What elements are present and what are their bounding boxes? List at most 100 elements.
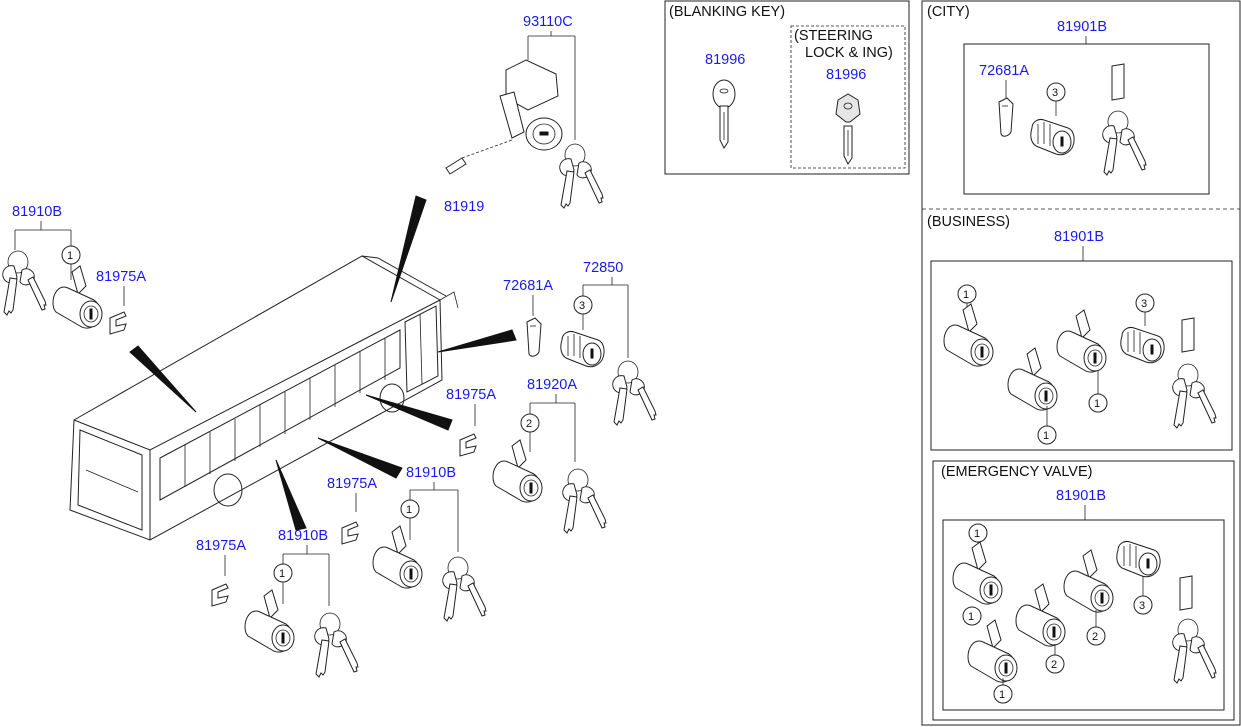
- bottom-clip-number[interactable]: 81975A: [196, 538, 246, 554]
- business-callout-c-circle: [1088, 393, 1108, 413]
- ignition-bolt-number[interactable]: 81919: [444, 199, 484, 215]
- emergency-callout-f: 3: [1139, 600, 1145, 612]
- emergency-lock-d: [1063, 549, 1114, 613]
- business-set-box: [930, 260, 1233, 451]
- mid-set-number[interactable]: 81920A: [527, 377, 577, 393]
- ignition-leader: [527, 31, 576, 140]
- right-lock-cylinder: [560, 330, 605, 368]
- ignition-part-number[interactable]: 93110C: [523, 14, 573, 30]
- ignition-keyring-icon: [559, 143, 604, 209]
- city-callout-3: 3: [1052, 87, 1058, 99]
- emergency-valve-panel: [932, 460, 1235, 721]
- business-lock-c: [1056, 309, 1107, 373]
- bottom-clip-icon: [211, 583, 229, 607]
- steering-lock-title-1: (STEERING: [794, 28, 873, 44]
- left-set-number[interactable]: 81910B: [12, 204, 62, 220]
- emergency-callout-b-circle: [962, 606, 982, 626]
- right-cover-tag: [526, 317, 542, 357]
- city-cover-number[interactable]: 72681A: [979, 63, 1029, 79]
- business-lock-d: [1120, 326, 1165, 364]
- steering-lock-subpanel: [790, 25, 906, 169]
- left-clip-icon: [109, 311, 127, 335]
- lower-set-number[interactable]: 81910B: [406, 465, 456, 481]
- steering-lock-title-2: LOCK & ING): [805, 45, 893, 61]
- lower-clip-icon: [341, 521, 359, 545]
- steering-blanking-key-icon: [835, 93, 861, 165]
- mid-lock-cylinder: [492, 439, 543, 503]
- emergency-set-number[interactable]: 81901B: [1056, 488, 1106, 504]
- bottom-keyring-icon: [314, 612, 359, 678]
- ignition-switch-icon: [499, 59, 563, 151]
- lower-callout-1: 1: [406, 504, 412, 516]
- business-callout-c: 1: [1094, 398, 1100, 410]
- blanking-key-panel: [664, 0, 910, 175]
- city-cover-tag: [998, 97, 1014, 137]
- right-keyring-icon: [612, 360, 657, 426]
- business-key-tag: [1181, 317, 1195, 353]
- left-keyring-icon: [2, 250, 47, 316]
- bottom-lock-cylinder: [244, 589, 295, 653]
- mid-set-leader: [529, 394, 576, 462]
- bottom-set-number[interactable]: 81910B: [278, 528, 328, 544]
- blanking-key-title: (BLANKING KEY): [669, 4, 785, 20]
- mid-clip-icon: [459, 433, 477, 457]
- emergency-callout-c-circle: [993, 684, 1013, 704]
- bus-body: [69, 255, 459, 541]
- emergency-callout-f-circle: [1133, 595, 1153, 615]
- emergency-callout-c: 1: [999, 689, 1005, 701]
- blanking-key-icon: [712, 79, 736, 149]
- left-set-leader: [14, 221, 72, 250]
- emergency-callout-e-circle: [1086, 626, 1106, 646]
- business-callout-a: 1: [963, 289, 969, 301]
- lower-set-leader: [409, 482, 459, 552]
- emergency-callout-d-circle: [1045, 654, 1065, 674]
- emergency-key-tag: [1179, 575, 1193, 611]
- business-set-number[interactable]: 81901B: [1054, 229, 1104, 245]
- emergency-lock-a: [952, 541, 1003, 605]
- part-number-81996-a[interactable]: 81996: [705, 52, 745, 68]
- emergency-lock-b: [967, 619, 1018, 683]
- left-clip-number[interactable]: 81975A: [96, 269, 146, 285]
- city-set-number[interactable]: 81901B: [1057, 19, 1107, 35]
- right-callout-3: 3: [579, 300, 585, 312]
- ignition-bolt-icon: [445, 139, 513, 175]
- emergency-callout-a: 1: [974, 528, 980, 540]
- lower-clip-number[interactable]: 81975A: [327, 476, 377, 492]
- city-key-tag: [1111, 63, 1125, 101]
- emergency-lock-c: [1015, 583, 1066, 647]
- pointer-wedges: [129, 195, 517, 531]
- city-set-box: [963, 43, 1210, 195]
- emergency-lock-e: [1116, 540, 1161, 578]
- part-number-81996-b[interactable]: 81996: [826, 67, 866, 83]
- right-cover-number[interactable]: 72681A: [503, 278, 553, 294]
- lower-lock-cylinder: [372, 525, 423, 589]
- emergency-valve-title: (EMERGENCY VALVE): [941, 464, 1092, 480]
- business-lock-b: [1007, 347, 1058, 411]
- city-lock-cylinder: [1030, 118, 1075, 156]
- business-lock-a: [943, 303, 994, 367]
- left-callout-1: 1: [67, 250, 73, 262]
- mid-keyring-icon: [562, 468, 607, 534]
- city-keyring-icon: [1102, 110, 1147, 176]
- business-callout-d: 3: [1141, 298, 1147, 310]
- bottom-callout-1: 1: [279, 568, 285, 580]
- emergency-keyring-icon: [1172, 618, 1217, 684]
- mid-clip-number[interactable]: 81975A: [446, 387, 496, 403]
- business-title: (BUSINESS): [927, 214, 1010, 230]
- left-lock-cylinder: [52, 265, 103, 329]
- right-set-leader: [582, 277, 629, 358]
- city-title: (CITY): [927, 4, 970, 20]
- right-column-frame: [921, 0, 1241, 726]
- emergency-set-box: [942, 519, 1225, 711]
- emergency-callout-b: 1: [968, 611, 974, 623]
- emergency-callout-e: 2: [1092, 631, 1098, 643]
- mid-callout-2: 2: [526, 418, 532, 430]
- bottom-set-leader: [282, 545, 330, 606]
- business-keyring-icon: [1172, 363, 1217, 429]
- right-set-number[interactable]: 72850: [583, 260, 623, 276]
- emergency-callout-d: 2: [1051, 659, 1057, 671]
- business-callout-b: 1: [1043, 430, 1049, 442]
- business-callout-b-circle: [1037, 425, 1057, 445]
- lower-keyring-icon: [442, 556, 487, 622]
